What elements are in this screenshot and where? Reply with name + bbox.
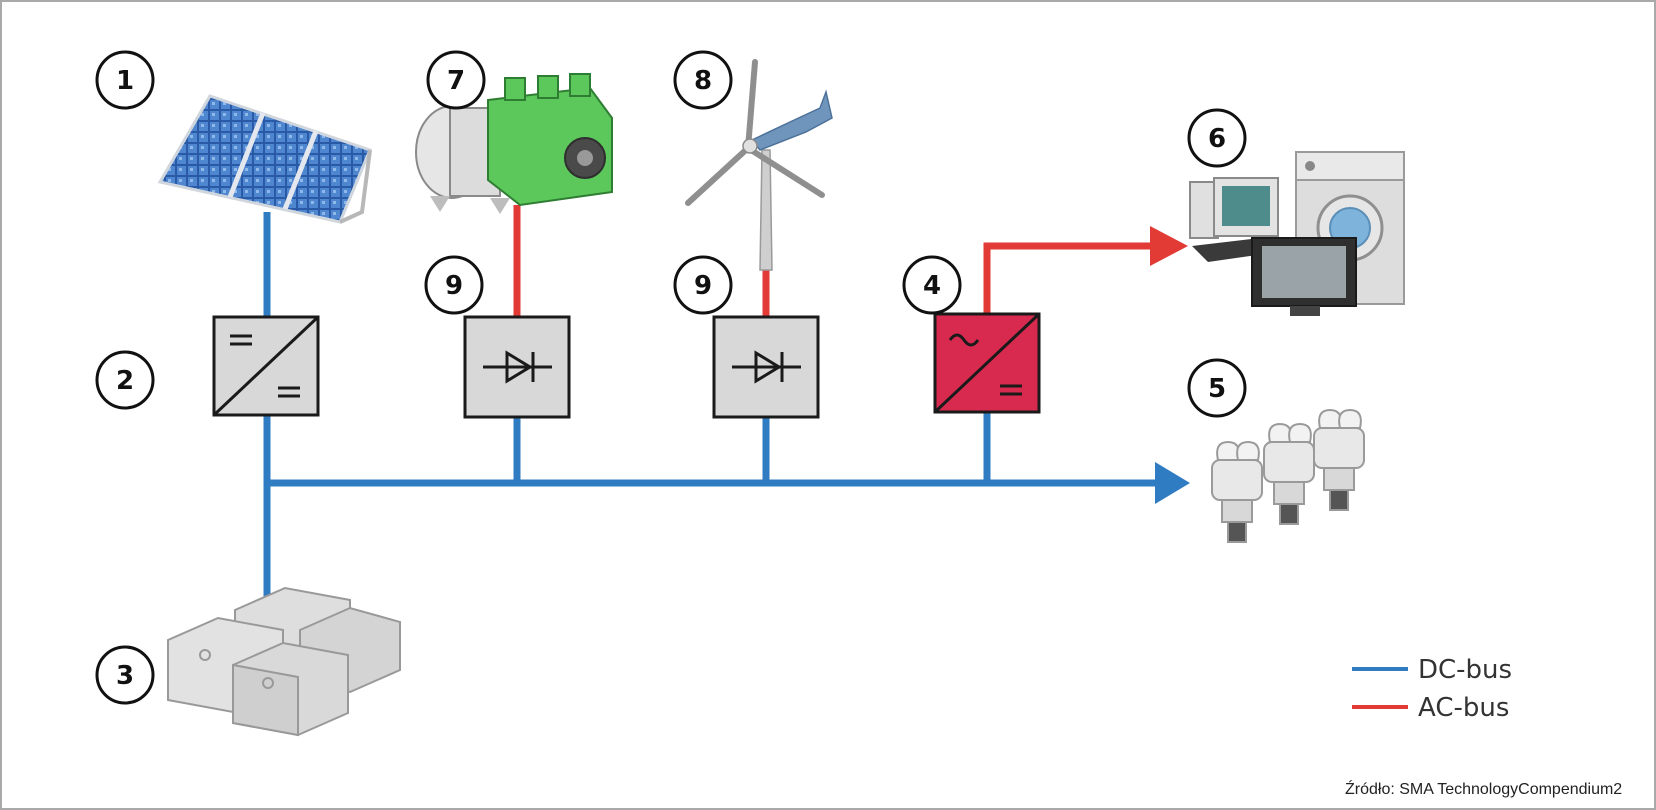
rectifier-icon (463, 315, 571, 419)
solar-panel-icon (157, 94, 373, 224)
dc-bus-lines (263, 212, 1160, 600)
diesel-generator-icon (415, 73, 613, 214)
ac-bus-arrow (1150, 226, 1188, 266)
dc-bus-arrow (1155, 462, 1190, 504)
svg-text:3: 3 (116, 661, 134, 691)
marker-4: 4 (902, 255, 962, 315)
marker-9-wind: 9 (673, 255, 733, 315)
marker-5: 5 (1187, 358, 1247, 418)
inverter-icon (933, 312, 1041, 414)
svg-text:9: 9 (445, 271, 463, 301)
marker-7: 7 (426, 50, 486, 110)
appliances-icon (1189, 151, 1405, 316)
marker-9-genset: 9 (424, 255, 484, 315)
svg-text:2: 2 (116, 366, 134, 396)
marker-1: 1 (95, 50, 155, 110)
svg-text:1: 1 (116, 66, 134, 96)
marker-8: 8 (673, 50, 733, 110)
legend-dc-label: DC-bus (1418, 655, 1512, 685)
marker-3: 3 (95, 645, 155, 705)
battery-bank-icon (167, 586, 401, 737)
ac-bus-lines (513, 205, 1156, 318)
legend-ac-label: AC-bus (1418, 693, 1509, 723)
svg-text:4: 4 (923, 271, 941, 301)
light-bulbs-icon (1211, 408, 1365, 543)
marker-2: 2 (95, 350, 155, 410)
svg-text:7: 7 (447, 66, 465, 96)
marker-6: 6 (1187, 108, 1247, 168)
legend: DC-bus AC-bus (1352, 655, 1512, 723)
rectifier-icon-2 (712, 315, 820, 419)
svg-text:6: 6 (1208, 124, 1226, 154)
source-caption: Źródło: SMA TechnologyCompendium2 (1345, 779, 1622, 798)
svg-text:9: 9 (694, 271, 712, 301)
dc-dc-converter-icon (212, 315, 320, 417)
wind-turbine-icon (685, 59, 833, 271)
svg-text:5: 5 (1208, 374, 1226, 404)
svg-text:8: 8 (694, 66, 712, 96)
